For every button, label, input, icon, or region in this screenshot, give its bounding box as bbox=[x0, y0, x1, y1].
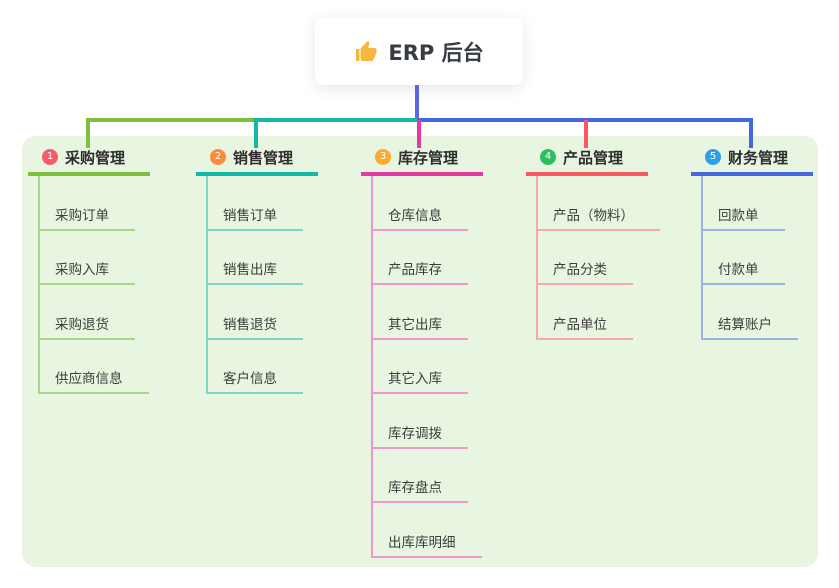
trunk-line bbox=[206, 176, 208, 394]
root-connector-line bbox=[415, 84, 419, 121]
thumbs-up-icon bbox=[356, 40, 377, 61]
trunk-line bbox=[701, 176, 703, 339]
trunk-line bbox=[536, 176, 538, 339]
child-node-purchase-inbound[interactable]: 采购入库 bbox=[38, 258, 135, 285]
child-node-product-stock[interactable]: 产品库存 bbox=[371, 258, 468, 285]
child-node-product-unit[interactable]: 产品单位 bbox=[536, 313, 633, 340]
branch-title: 财务管理 bbox=[728, 148, 789, 167]
drop-line-purchase bbox=[86, 120, 90, 148]
child-node-sales-return[interactable]: 销售退货 bbox=[206, 313, 303, 340]
children-sales: 销售订单 销售出库 销售退货 客户信息 bbox=[206, 176, 303, 394]
branch-title: 销售管理 bbox=[233, 148, 294, 167]
branch-node-product[interactable]: 4 产品管理 bbox=[526, 147, 648, 176]
badge-3: 3 bbox=[375, 149, 391, 165]
child-node-receipt-slip[interactable]: 回款单 bbox=[701, 204, 785, 231]
branch-title: 采购管理 bbox=[65, 148, 126, 167]
badge-4: 4 bbox=[540, 149, 556, 165]
branch-title: 产品管理 bbox=[563, 148, 624, 167]
root-node-erp[interactable]: ERP 后台 bbox=[315, 18, 523, 85]
branch-node-purchase[interactable]: 1 采购管理 bbox=[28, 147, 150, 176]
child-node-customer-info[interactable]: 客户信息 bbox=[206, 367, 303, 394]
children-inventory: 仓库信息 产品库存 其它出库 其它入库 库存调拨 库存盘点 出库库明细 bbox=[371, 176, 482, 558]
child-node-payment-slip[interactable]: 付款单 bbox=[701, 258, 785, 285]
connector-segment-sales bbox=[253, 118, 419, 122]
child-node-purchase-return[interactable]: 采购退货 bbox=[38, 313, 135, 340]
drop-line-sales bbox=[254, 120, 258, 148]
child-node-supplier-info[interactable]: 供应商信息 bbox=[38, 367, 149, 394]
children-finance: 回款单 付款单 结算账户 bbox=[701, 176, 798, 340]
trunk-line bbox=[38, 176, 40, 394]
drop-line-finance bbox=[749, 120, 753, 148]
connector-segment-purchase bbox=[86, 118, 255, 122]
child-node-settlement-account[interactable]: 结算账户 bbox=[701, 313, 798, 340]
child-node-outbound-detail[interactable]: 出库库明细 bbox=[371, 531, 482, 558]
branches-background-panel bbox=[22, 136, 818, 567]
child-node-warehouse-info[interactable]: 仓库信息 bbox=[371, 204, 468, 231]
children-purchase: 采购订单 采购入库 采购退货 供应商信息 bbox=[38, 176, 149, 394]
badge-5: 5 bbox=[705, 149, 721, 165]
branch-node-finance[interactable]: 5 财务管理 bbox=[691, 147, 813, 176]
badge-2: 2 bbox=[210, 149, 226, 165]
badge-1: 1 bbox=[42, 149, 58, 165]
child-node-other-outbound[interactable]: 其它出库 bbox=[371, 313, 468, 340]
drop-line-product bbox=[584, 120, 588, 148]
child-node-stock-taking[interactable]: 库存盘点 bbox=[371, 476, 468, 503]
branch-title: 库存管理 bbox=[398, 148, 459, 167]
child-node-other-inbound[interactable]: 其它入库 bbox=[371, 367, 468, 394]
branch-node-inventory[interactable]: 3 库存管理 bbox=[361, 147, 483, 176]
drop-line-inventory bbox=[417, 120, 421, 148]
child-node-product-category[interactable]: 产品分类 bbox=[536, 258, 633, 285]
children-product: 产品（物料） 产品分类 产品单位 bbox=[536, 176, 660, 340]
trunk-line bbox=[371, 176, 373, 557]
child-node-sales-outbound[interactable]: 销售出库 bbox=[206, 258, 303, 285]
root-node-title: ERP 后台 bbox=[388, 40, 484, 65]
child-node-purchase-order[interactable]: 采购订单 bbox=[38, 204, 135, 231]
branch-node-sales[interactable]: 2 销售管理 bbox=[196, 147, 318, 176]
child-node-product-material[interactable]: 产品（物料） bbox=[536, 204, 660, 231]
child-node-stock-transfer[interactable]: 库存调拨 bbox=[371, 422, 468, 449]
child-node-sales-order[interactable]: 销售订单 bbox=[206, 204, 303, 231]
